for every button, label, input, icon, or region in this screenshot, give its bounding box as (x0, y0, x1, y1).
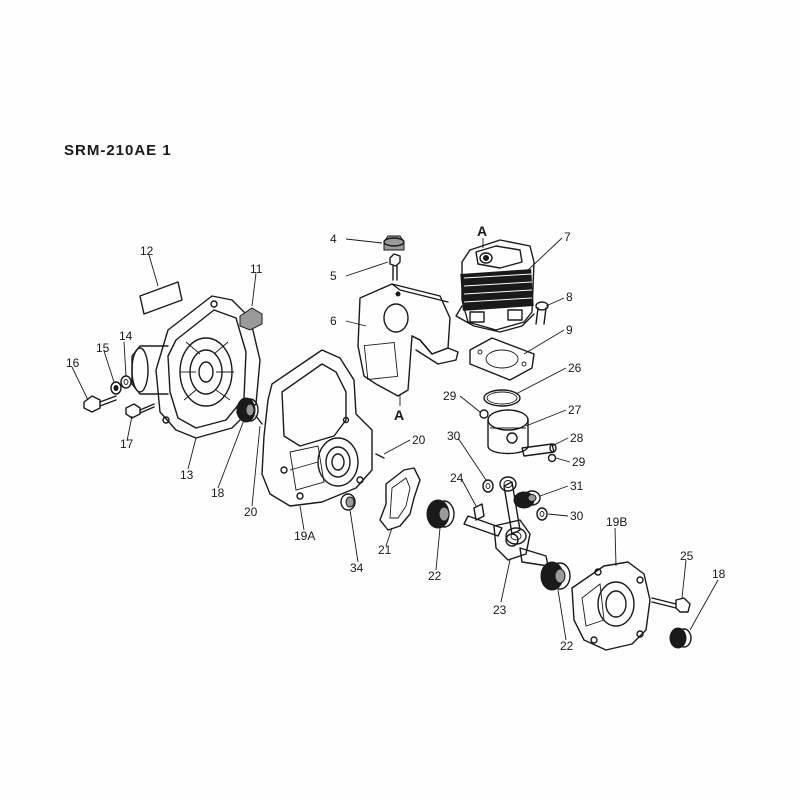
callout-11: 11 (250, 262, 263, 276)
part-washer-14 (120, 375, 132, 389)
callout-4: 4 (330, 232, 337, 246)
callout-8: 8 (566, 290, 573, 304)
callout-25: 25 (680, 549, 694, 563)
part-thrust-washer-left (482, 479, 494, 493)
part-rubber-block (239, 307, 263, 331)
part-washer-15 (110, 381, 122, 395)
part-dowel-pin-left (255, 415, 263, 425)
callout-20-right: 20 (412, 433, 426, 447)
part-crankcase-19a (261, 349, 373, 507)
callout-5: 5 (330, 269, 337, 283)
callout-34: 34 (350, 561, 364, 575)
callout-20-left: 20 (244, 505, 258, 519)
part-crankshaft (463, 476, 549, 567)
part-piston (487, 409, 529, 455)
callout-12: 12 (140, 244, 154, 258)
part-needle-bearing (513, 490, 541, 509)
part-ball-bearing-right (540, 561, 571, 591)
part-crankcase-bolt (651, 597, 691, 613)
part-cylinder (455, 239, 535, 333)
leader-lines (71, 237, 719, 641)
callout-24: 24 (450, 471, 464, 485)
callout-labels: 4 5 6 A A 7 8 9 26 29 27 30 28 29 24 31 … (66, 223, 726, 653)
callout-19a: 19A (294, 529, 315, 543)
part-bushing-34 (340, 493, 356, 511)
part-piston-ring (483, 389, 521, 407)
part-woodruff-key (473, 503, 485, 521)
callout-30-top: 30 (447, 429, 461, 443)
part-cylinder-bolt (535, 301, 549, 325)
callout-27: 27 (568, 403, 582, 417)
part-dowel-pin-right (375, 453, 385, 459)
part-cap (383, 235, 405, 251)
callout-30-bottom: 30 (570, 509, 584, 523)
page-title: SRM-210AE 1 (64, 142, 172, 159)
callout-28: 28 (570, 431, 584, 445)
part-gasket-21 (379, 467, 421, 531)
part-oil-seal-left (236, 397, 259, 423)
callout-29-right: 29 (572, 455, 586, 469)
part-shroud-cover (357, 283, 459, 397)
callout-15: 15 (96, 341, 110, 355)
callout-23: 23 (493, 603, 507, 617)
part-decal (139, 281, 183, 315)
callout-6: 6 (330, 314, 337, 328)
part-base-gasket (469, 337, 535, 381)
callout-18-left: 18 (211, 486, 225, 500)
callout-19b: 19B (606, 515, 627, 529)
callout-29-left: 29 (443, 389, 457, 403)
part-bolt-16 (83, 395, 117, 413)
callout-7: 7 (564, 230, 571, 244)
callout-a-top: A (477, 223, 487, 239)
part-oil-seal-right (669, 627, 692, 649)
callout-13: 13 (180, 468, 194, 482)
part-circlip-right (547, 453, 557, 463)
callout-22-right: 22 (560, 639, 574, 653)
part-stud-bolt (389, 253, 401, 281)
callout-18-right: 18 (712, 567, 726, 581)
callout-9: 9 (566, 323, 573, 337)
callout-31: 31 (570, 479, 584, 493)
callout-a-bottom: A (394, 407, 404, 423)
part-circlip-left (479, 409, 489, 419)
part-crankcase-19b (571, 561, 651, 651)
callout-17: 17 (120, 437, 134, 451)
callout-26: 26 (568, 361, 582, 375)
part-piston-pin (521, 443, 557, 457)
part-screw-17 (125, 403, 155, 419)
callout-22-left: 22 (428, 569, 442, 583)
part-ball-bearing-left (426, 499, 455, 529)
part-thrust-washer-right (536, 507, 548, 521)
callout-14: 14 (119, 329, 133, 343)
callout-21: 21 (378, 543, 392, 557)
callout-16: 16 (66, 356, 80, 370)
